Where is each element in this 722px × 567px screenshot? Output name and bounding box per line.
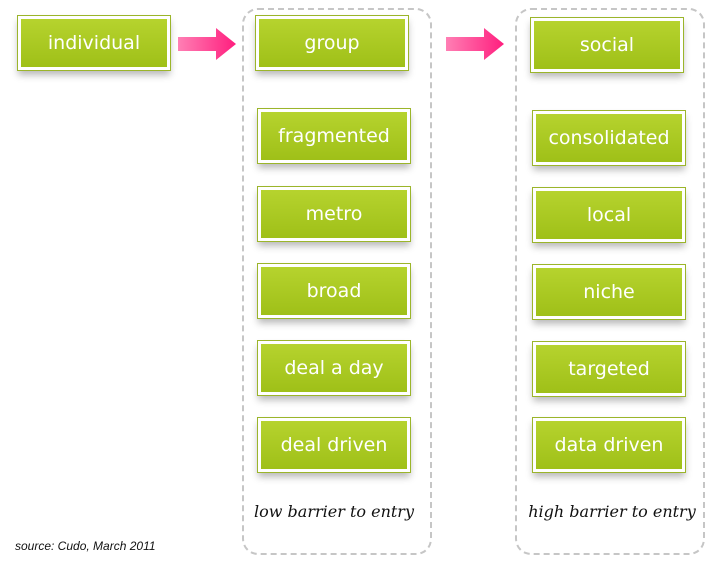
high-item-box: data driven (532, 417, 686, 473)
high-item-box: consolidated (532, 110, 686, 166)
low-item-box: metro (257, 186, 411, 242)
arrow-icon (446, 28, 504, 62)
individual-box: individual (17, 15, 171, 71)
source-note: source: Cudo, March 2011 (15, 539, 156, 553)
high-item-box: local (532, 187, 686, 243)
high-item-box: niche (532, 264, 686, 320)
low-item-box: deal driven (257, 417, 411, 473)
high-item-box: targeted (532, 341, 686, 397)
low-barrier-column (242, 8, 432, 555)
group-box: group (255, 15, 409, 71)
low-barrier-caption: low barrier to entry (254, 502, 414, 521)
low-item-box: deal a day (257, 340, 411, 396)
low-item-box: fragmented (257, 108, 411, 164)
arrow-icon (178, 28, 236, 62)
high-barrier-caption: high barrier to entry (528, 502, 696, 521)
social-box: social (530, 17, 684, 73)
high-barrier-column (515, 8, 705, 555)
low-item-box: broad (257, 263, 411, 319)
